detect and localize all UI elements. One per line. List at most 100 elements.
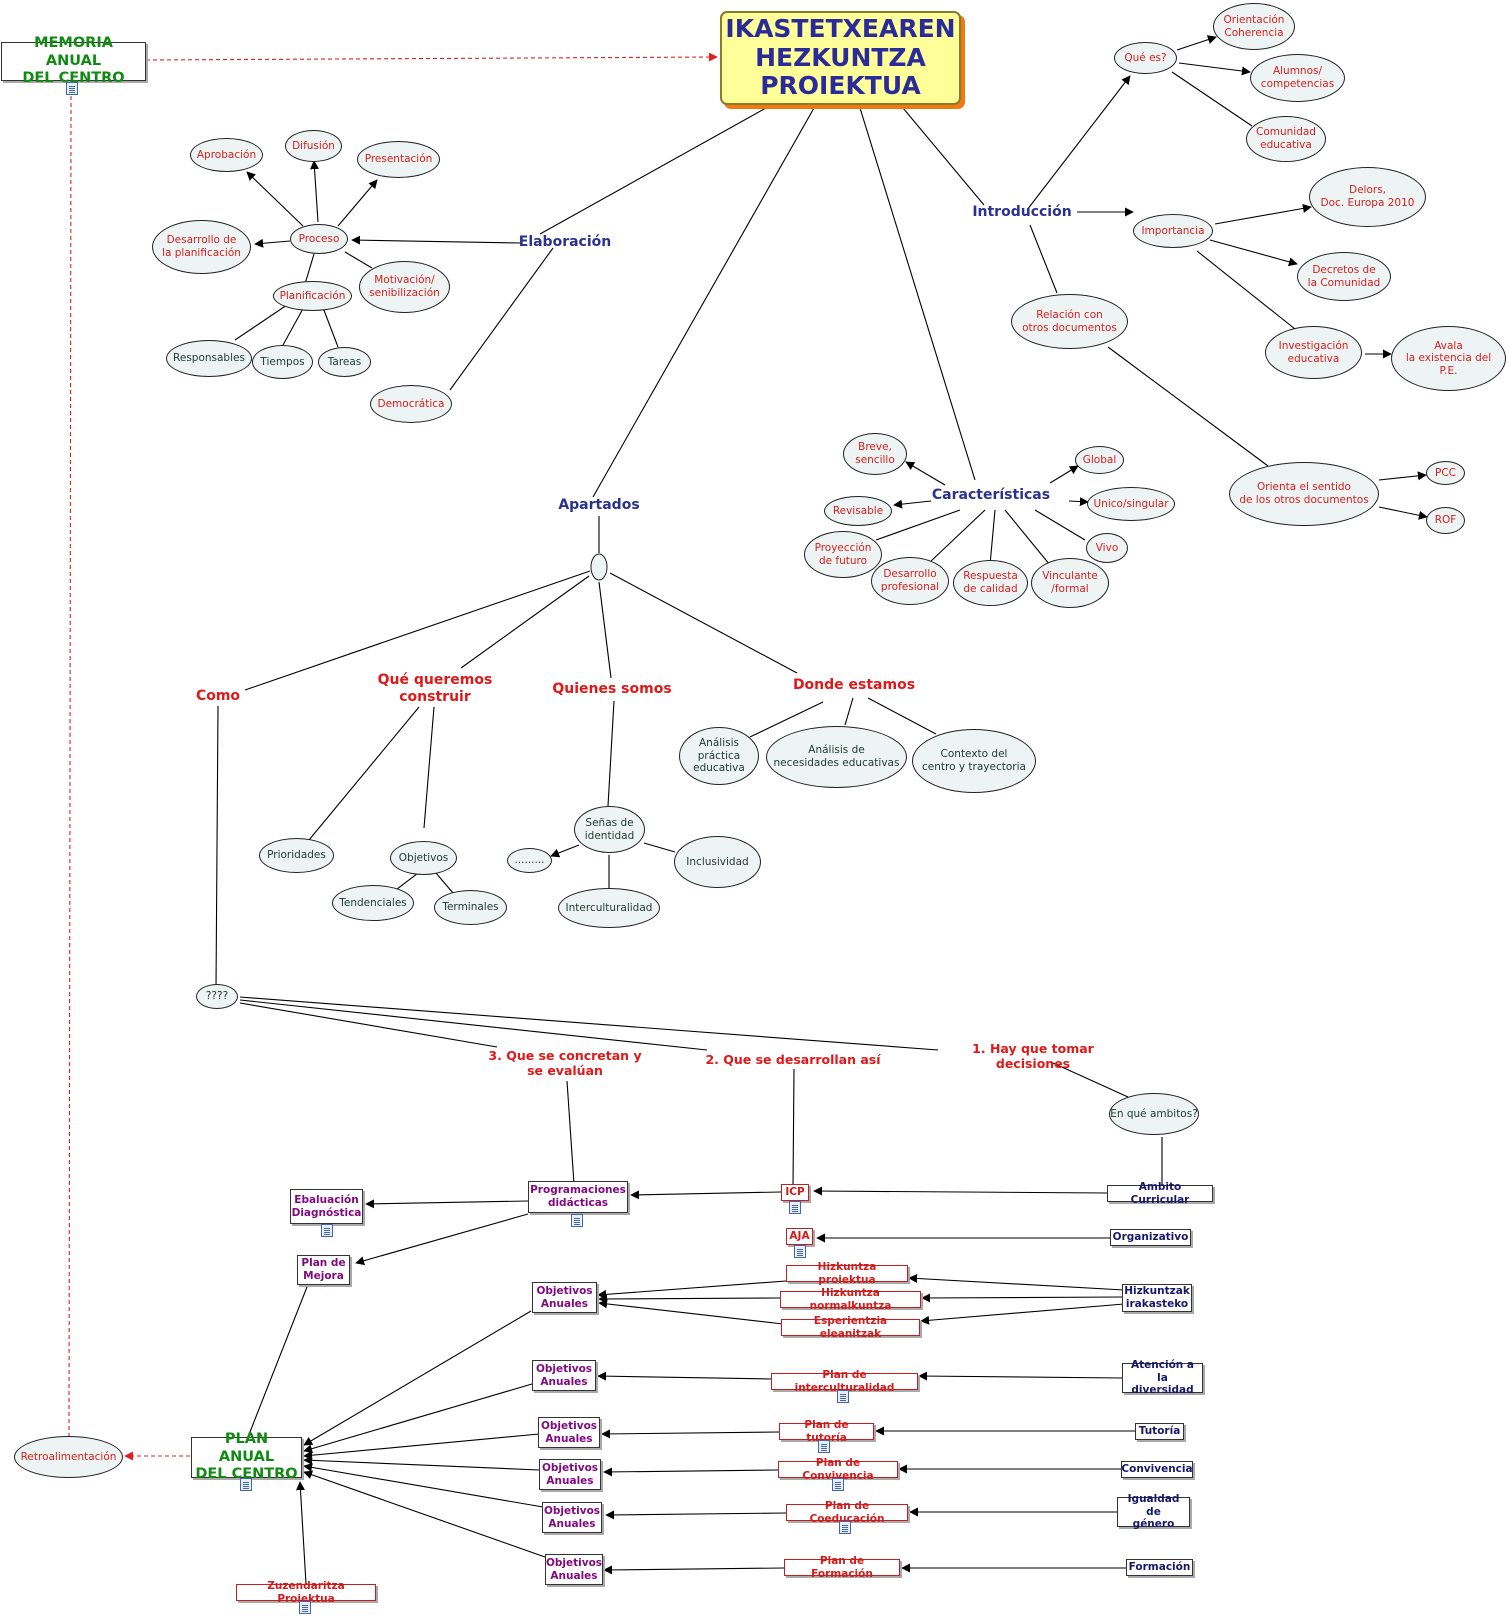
hizkuntzak-box[interactable]: Hizkuntzak irakasteko (1122, 1284, 1192, 1312)
democratica-node[interactable]: Democrática (370, 385, 452, 423)
orientacion-node[interactable]: Orientación Coherencia (1213, 3, 1295, 50)
desarrollo-planificacion-node[interactable]: Desarrollo de la planificación (152, 220, 251, 274)
convivencia-box[interactable]: Convivencia (1121, 1461, 1193, 1478)
objetivos-anuales-box[interactable]: Objetivos Anuales (532, 1282, 597, 1313)
document-link-icon[interactable] (818, 1440, 830, 1453)
delors-node[interactable]: Delors, Doc. Europa 2010 (1309, 167, 1426, 227)
vinculante-node[interactable]: Vinculante /formal (1031, 558, 1109, 608)
retroalimentacion-node[interactable]: Retroalimentación (14, 1436, 123, 1478)
contexto-node[interactable]: Contexto del centro y trayectoria (912, 729, 1036, 793)
ebaluacion-box[interactable]: Ebaluación Diagnóstica (290, 1189, 363, 1224)
esperientzia-box[interactable]: Esperientzia eleanitzak (781, 1315, 920, 1340)
objetivos-anuales-box[interactable]: Objetivos Anuales (542, 1502, 602, 1533)
main-title[interactable]: IKASTETXEAREN HEZKUNTZA PROIEKTUA (720, 11, 961, 105)
comunidad-node[interactable]: Comunidad educativa (1246, 116, 1326, 162)
organizativo-box[interactable]: Organizativo (1110, 1229, 1191, 1246)
respuesta-node[interactable]: Respuesta de calidad (953, 560, 1028, 606)
quienes-somos-label: Quienes somos (552, 680, 672, 697)
elaboracion-label: Elaboración (518, 233, 612, 250)
question-node[interactable]: ???? (196, 984, 238, 1009)
objetivos-anuales-box[interactable]: Objetivos Anuales (545, 1554, 603, 1585)
step-2-label: 2. Que se desarrollan así (705, 1051, 881, 1067)
proceso-node[interactable]: Proceso (290, 224, 348, 254)
senas-identidad-node[interactable]: Señas de identidad (574, 806, 645, 853)
plan-convivencia-box[interactable]: Plan de Convivencia (778, 1457, 898, 1482)
tiempos-node[interactable]: Tiempos (252, 345, 313, 379)
introduccion-label: Introducción (972, 203, 1072, 220)
ambito-curricular-box[interactable]: Ambito Curricular (1107, 1181, 1213, 1206)
aprobacion-node[interactable]: Aprobación (190, 138, 263, 172)
avala-node[interactable]: Avala la existencia del P.E. (1391, 326, 1506, 391)
alumnos-node[interactable]: Alumnos/ competencias (1250, 54, 1345, 102)
importancia-node[interactable]: Importancia (1133, 214, 1213, 248)
responsables-node[interactable]: Responsables (166, 340, 252, 377)
vivo-node[interactable]: Vivo (1086, 533, 1128, 563)
rof-node[interactable]: ROF (1426, 507, 1465, 534)
orienta-node[interactable]: Orienta el sentido de los otros document… (1229, 462, 1379, 526)
caracteristicas-label: Características (931, 486, 1051, 503)
document-link-icon[interactable] (571, 1214, 583, 1227)
plan-tutoria-box[interactable]: Plan de tutoría (779, 1419, 874, 1444)
dots-node[interactable]: ......... (507, 848, 552, 873)
apartados-junction (590, 553, 608, 581)
formacion-box[interactable]: Formación (1126, 1559, 1193, 1576)
inclusividad-node[interactable]: Inclusividad (674, 836, 761, 888)
como-label: Como (195, 687, 241, 704)
objetivos-anuales-box[interactable]: Objetivos Anuales (532, 1360, 596, 1391)
tendenciales-node[interactable]: Tendenciales (332, 885, 414, 921)
document-link-icon[interactable] (789, 1201, 801, 1214)
analisis-practica-node[interactable]: Análisis práctica educativa (679, 727, 759, 785)
apartados-label: Apartados (558, 496, 640, 513)
que-queremos-label: Qué queremos construir (377, 672, 493, 705)
programaciones-box[interactable]: Programaciones didácticas (528, 1181, 628, 1213)
relacion-node[interactable]: Relación con otros documentos (1011, 294, 1128, 349)
tutoria-box[interactable]: Tutoría (1135, 1423, 1184, 1440)
interculturalidad-node[interactable]: Interculturalidad (558, 888, 660, 928)
document-link-icon[interactable] (832, 1478, 844, 1491)
document-link-icon[interactable] (837, 1390, 849, 1403)
document-link-icon[interactable] (321, 1224, 333, 1237)
hizkuntza-normalkuntza-box[interactable]: Hizkuntza normalkuntza (780, 1287, 921, 1312)
analisis-necesidades-node[interactable]: Análisis de necesidades educativas (766, 726, 907, 788)
memoria-anual-box[interactable]: MEMORIA ANUAL DEL CENTRO (1, 35, 146, 86)
tareas-node[interactable]: Tareas (318, 347, 371, 377)
igualdad-box[interactable]: Igualdad de género (1117, 1493, 1190, 1530)
motivacion-node[interactable]: Motivación/ senibilización (359, 261, 450, 313)
global-node[interactable]: Global (1075, 446, 1124, 474)
document-link-icon[interactable] (794, 1245, 806, 1258)
step-1-label: 1. Hay que tomar decisiones (972, 1041, 1094, 1071)
que-es-node[interactable]: Qué es? (1114, 42, 1177, 74)
ambitos-node[interactable]: En qué ambitos? (1109, 1093, 1199, 1135)
plan-interculturalidad-box[interactable]: Plan de interculturalidad (771, 1369, 918, 1394)
plan-anual-box[interactable]: PLAN ANUAL DEL CENTRO (191, 1431, 302, 1482)
atencion-diversidad-box[interactable]: Atención a la diversidad (1122, 1359, 1203, 1396)
investigacion-node[interactable]: Investigación educativa (1265, 326, 1362, 379)
icp-box[interactable]: ICP (781, 1184, 809, 1201)
breve-node[interactable]: Breve, sencillo (843, 433, 907, 475)
revisable-node[interactable]: Revisable (824, 496, 892, 526)
plan-coeducacion-box[interactable]: Plan de Coeducación (786, 1500, 908, 1525)
plan-mejora-box[interactable]: Plan de Mejora (297, 1255, 350, 1285)
decretos-node[interactable]: Decretos de la Comunidad (1297, 252, 1391, 301)
desarrollo-profesional-node[interactable]: Desarrollo profesional (871, 557, 949, 605)
aja-box[interactable]: AJA (786, 1228, 813, 1245)
presentacion-node[interactable]: Presentación (357, 141, 440, 178)
pcc-node[interactable]: PCC (1426, 461, 1465, 485)
terminales-node[interactable]: Terminales (434, 890, 507, 925)
difusion-node[interactable]: Difusión (285, 130, 342, 162)
unico-node[interactable]: Unico/singular (1087, 487, 1175, 521)
zuzendaritza-box[interactable]: Zuzendaritza Proiektua (236, 1580, 376, 1605)
objetivos-node[interactable]: Objetivos (390, 841, 457, 875)
document-link-icon[interactable] (240, 1478, 252, 1491)
document-link-icon[interactable] (299, 1601, 311, 1614)
plan-formacion-box[interactable]: Plan de Formación (784, 1555, 900, 1580)
document-link-icon[interactable] (66, 82, 78, 95)
prioridades-node[interactable]: Prioridades (259, 838, 334, 873)
document-link-icon[interactable] (839, 1521, 851, 1534)
proyeccion-node[interactable]: Proyección de futuro (804, 531, 882, 578)
objetivos-anuales-box[interactable]: Objetivos Anuales (538, 1417, 600, 1448)
objetivos-anuales-box[interactable]: Objetivos Anuales (539, 1459, 601, 1490)
hizkuntza-proiektua-box[interactable]: Hizkuntza proiektua (786, 1261, 908, 1286)
planificacion-node[interactable]: Planificación (273, 281, 352, 311)
